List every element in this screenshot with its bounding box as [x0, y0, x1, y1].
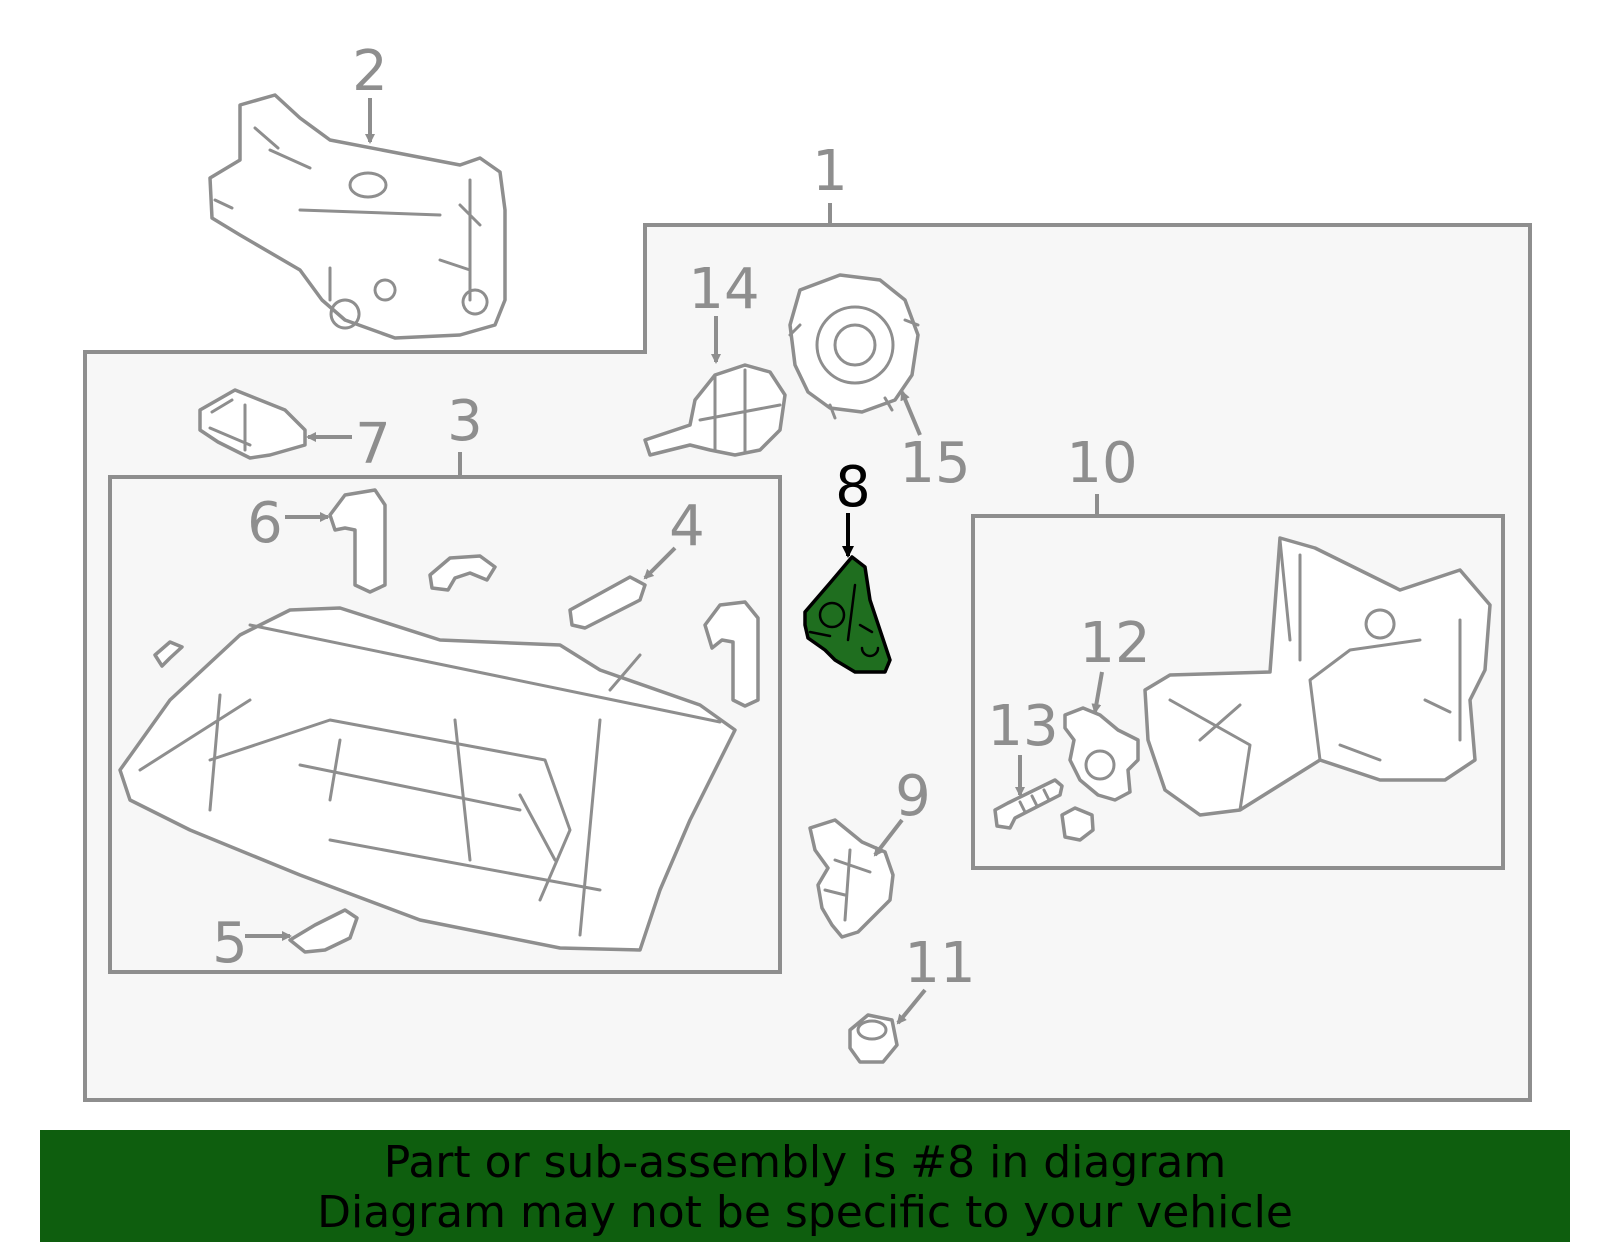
callout-3: 3 — [447, 389, 483, 454]
callout-11: 11 — [904, 931, 975, 996]
nut-small — [1060, 806, 1095, 842]
part-5-hook — [288, 908, 359, 954]
part-11-grommet — [848, 1013, 899, 1064]
callout-15-leader — [900, 390, 922, 436]
notice-line-2: Diagram may not be specific to your vehi… — [317, 1187, 1293, 1238]
callout-13: 13 — [987, 694, 1058, 759]
callout-5: 5 — [212, 911, 248, 976]
part-4-pin — [568, 575, 647, 630]
part-8-highlighted — [803, 555, 892, 674]
callout-11-leader — [896, 988, 927, 1025]
part-14-bulb — [643, 363, 787, 457]
callout-8: 8 — [835, 455, 871, 520]
callout-1: 1 — [812, 139, 848, 204]
part-2-bracket — [208, 93, 507, 340]
clip-small — [153, 640, 184, 668]
part-notice-banner: Part or sub-assembly is #8 in diagram Di… — [40, 1130, 1570, 1242]
callout-4-leader — [643, 546, 677, 580]
part-9-mount — [808, 818, 895, 939]
part-7-connector — [198, 388, 307, 460]
callout-12-leader — [1091, 671, 1104, 714]
part-10-frame — [1143, 536, 1492, 817]
part-12-adjuster — [1063, 706, 1140, 802]
callout-10: 10 — [1066, 431, 1137, 496]
callout-12: 12 — [1079, 611, 1150, 676]
callout-2: 2 — [352, 39, 388, 104]
callout-6: 6 — [247, 491, 283, 556]
callout-9-leader — [873, 818, 904, 857]
notice-line-1: Part or sub-assembly is #8 in diagram — [383, 1137, 1227, 1188]
callout-14: 14 — [688, 257, 759, 322]
clip-curved — [428, 554, 497, 592]
callout-7: 7 — [355, 412, 391, 477]
part-6-hose — [328, 488, 387, 594]
callout-4: 4 — [669, 494, 705, 559]
callout-9: 9 — [895, 764, 931, 829]
callout-15: 15 — [899, 431, 970, 496]
part-3-headlamp — [118, 606, 737, 952]
part-15-cap — [788, 273, 920, 420]
hose-right — [703, 600, 760, 708]
